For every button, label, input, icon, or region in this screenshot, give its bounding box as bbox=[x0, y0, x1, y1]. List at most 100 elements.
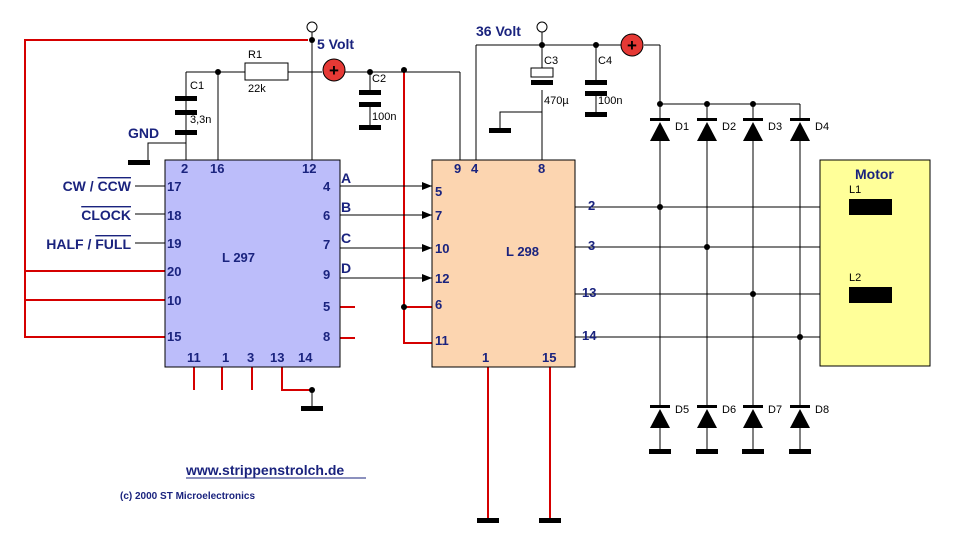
label-5v: 5 Volt bbox=[317, 36, 354, 52]
arrow-right-icon bbox=[422, 244, 432, 252]
signal-arrows bbox=[422, 182, 432, 282]
d4-label: D4 bbox=[815, 121, 829, 133]
c1-value: 3,3n bbox=[190, 114, 211, 126]
l298-pin: 14 bbox=[582, 328, 597, 343]
plus-marker-icon: + bbox=[322, 58, 346, 82]
d2-label: D2 bbox=[722, 121, 736, 133]
c3-name: C3 bbox=[544, 55, 558, 67]
r1-value: 22k bbox=[248, 83, 266, 95]
l297-pin: 17 bbox=[167, 179, 181, 194]
signal-a: A bbox=[341, 170, 351, 186]
clock-label: CLOCK bbox=[81, 207, 131, 223]
website-link[interactable]: www.strippenstrolch.de bbox=[185, 462, 344, 478]
half-full-label: HALF / FULL bbox=[46, 236, 131, 252]
d6-label: D6 bbox=[722, 404, 736, 416]
signal-d: D bbox=[341, 260, 351, 276]
capacitor-c4 bbox=[585, 80, 607, 117]
ic-l298 bbox=[431, 159, 576, 368]
l297-pin: 18 bbox=[167, 208, 181, 223]
l298-pin: 10 bbox=[435, 241, 449, 256]
l298-pin: 1 bbox=[482, 350, 489, 365]
ground-icon bbox=[742, 449, 764, 454]
c3-value: 470µ bbox=[544, 95, 569, 107]
svg-text:+: + bbox=[627, 36, 637, 55]
terminal-5v-icon bbox=[306, 21, 318, 33]
signal-c: C bbox=[341, 230, 351, 246]
ground-symbols bbox=[128, 128, 811, 523]
l297-pin: 1 bbox=[222, 350, 229, 365]
l297-pin: 10 bbox=[167, 293, 181, 308]
l298-pin: 9 bbox=[454, 161, 461, 176]
l297-pin: 2 bbox=[181, 161, 188, 176]
l297-pin: 14 bbox=[298, 350, 313, 365]
ground-icon bbox=[649, 449, 671, 454]
l298-pin: 15 bbox=[542, 350, 556, 365]
l298-pin: 5 bbox=[435, 184, 442, 199]
d5-label: D5 bbox=[675, 404, 689, 416]
l297-pin: 15 bbox=[167, 329, 181, 344]
l297-pin: 16 bbox=[210, 161, 224, 176]
ground-icon bbox=[477, 518, 499, 523]
l297-pin: 7 bbox=[323, 237, 330, 252]
l297-pin: 4 bbox=[323, 179, 331, 194]
r1-name: R1 bbox=[248, 49, 262, 61]
l297-pin: 13 bbox=[270, 350, 284, 365]
ic-l297-name: L 297 bbox=[222, 250, 255, 265]
ground-icon bbox=[789, 449, 811, 454]
diode-d2-icon bbox=[697, 118, 717, 121]
arrow-right-icon bbox=[422, 274, 432, 282]
ground-icon bbox=[489, 128, 511, 133]
diode-d6-icon bbox=[697, 405, 717, 408]
red-wires bbox=[24, 39, 551, 518]
ground-icon bbox=[696, 449, 718, 454]
l2-label: L2 bbox=[849, 272, 861, 284]
plus-marker-icon: + bbox=[620, 33, 644, 57]
diode-d7-icon bbox=[743, 405, 763, 408]
l1-label: L1 bbox=[849, 184, 861, 196]
cw-ccw-label: CW / CCW bbox=[63, 178, 132, 194]
diode-d4-icon bbox=[790, 118, 810, 121]
arrow-right-icon bbox=[422, 211, 432, 219]
l298-pin: 6 bbox=[435, 297, 442, 312]
diode-d8-icon bbox=[790, 405, 810, 408]
l298-pin: 13 bbox=[582, 285, 596, 300]
svg-text:+: + bbox=[329, 61, 339, 80]
ground-icon bbox=[128, 160, 150, 165]
c1-name: C1 bbox=[190, 80, 204, 92]
l297-pin: 8 bbox=[323, 329, 330, 344]
junctions bbox=[215, 37, 803, 393]
d8-label: D8 bbox=[815, 404, 829, 416]
l298-pin: 7 bbox=[435, 208, 442, 223]
l298-pin: 2 bbox=[588, 198, 595, 213]
l297-pin: 12 bbox=[302, 161, 316, 176]
d7-label: D7 bbox=[768, 404, 782, 416]
l298-pin: 4 bbox=[471, 161, 479, 176]
l297-pin: 6 bbox=[323, 208, 330, 223]
l298-pin: 3 bbox=[588, 238, 595, 253]
c2-name: C2 bbox=[372, 73, 386, 85]
diode-d3-icon bbox=[743, 118, 763, 121]
l297-pin: 19 bbox=[167, 236, 181, 251]
motor-label: Motor bbox=[855, 166, 894, 182]
capacitor-c2 bbox=[359, 90, 381, 130]
l297-pin: 20 bbox=[167, 264, 181, 279]
ic-l297 bbox=[164, 159, 341, 368]
ground-icon bbox=[301, 406, 323, 411]
motor-block bbox=[819, 159, 931, 367]
label-36v: 36 Volt bbox=[476, 23, 521, 39]
c4-name: C4 bbox=[598, 55, 612, 67]
l297-pin: 3 bbox=[247, 350, 254, 365]
copyright: (c) 2000 ST Microelectronics bbox=[120, 491, 255, 502]
diode-d1-icon bbox=[650, 118, 670, 121]
arrow-right-icon bbox=[422, 182, 432, 190]
l298-pin: 12 bbox=[435, 271, 449, 286]
capacitor-c3 bbox=[530, 67, 554, 85]
l298-pin: 11 bbox=[435, 333, 449, 348]
diode-d5-icon bbox=[650, 405, 670, 408]
ic-l298-name: L 298 bbox=[506, 244, 539, 259]
resistor-r1 bbox=[244, 62, 289, 81]
l297-pin: 11 bbox=[187, 350, 201, 365]
terminal-36v-icon bbox=[536, 21, 548, 33]
signal-b: B bbox=[341, 199, 351, 215]
